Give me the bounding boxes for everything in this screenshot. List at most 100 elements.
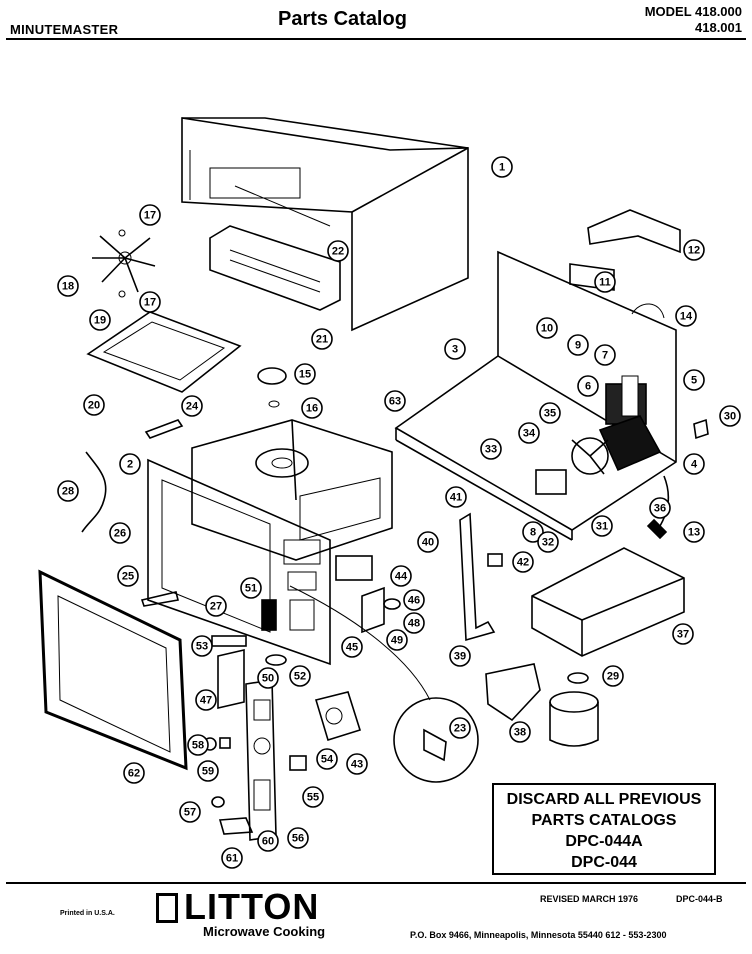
svg-text:22: 22 [332, 246, 344, 258]
svg-text:18: 18 [62, 281, 74, 293]
svg-text:25: 25 [122, 571, 134, 583]
callout-36: 36 [649, 497, 671, 519]
svg-text:38: 38 [514, 727, 526, 739]
header-rule [6, 38, 746, 40]
svg-text:43: 43 [351, 759, 363, 771]
part-53 [265, 654, 287, 666]
callout-25: 25 [117, 565, 139, 587]
part-cover-box [531, 547, 685, 657]
svg-text:56: 56 [292, 833, 304, 845]
svg-text:31: 31 [596, 521, 608, 533]
svg-text:24: 24 [186, 401, 199, 413]
callout-8: 8 [522, 521, 544, 543]
callout-7: 7 [594, 344, 616, 366]
callout-12: 12 [683, 239, 705, 261]
part-plug [646, 518, 668, 540]
svg-text:41: 41 [450, 492, 462, 504]
callout-53: 53 [191, 635, 213, 657]
svg-text:14: 14 [680, 311, 693, 323]
footer-rule [6, 882, 746, 884]
svg-text:63: 63 [389, 396, 401, 408]
svg-text:52: 52 [294, 671, 306, 683]
svg-text:51: 51 [245, 583, 257, 595]
svg-text:35: 35 [544, 408, 556, 420]
callout-38: 38 [509, 721, 531, 743]
callout-61: 61 [221, 847, 243, 869]
notice-line-1: DISCARD ALL PREVIOUS [506, 791, 702, 808]
callout-45: 45 [341, 636, 363, 658]
part-outer-cabinet [181, 117, 469, 332]
notice-line-4: DPC-044 [571, 854, 637, 871]
company-address: P.O. Box 9466, Minneapolis, Minnesota 55… [410, 930, 667, 940]
part-61 [218, 817, 254, 835]
callout-11: 11 [594, 271, 616, 293]
svg-text:5: 5 [691, 375, 697, 387]
svg-text:60: 60 [262, 836, 274, 848]
part-55 [289, 755, 307, 771]
litton-logo: LITTON [184, 886, 320, 927]
svg-text:37: 37 [677, 629, 689, 641]
callout-9: 9 [567, 334, 589, 356]
callout-16: 16 [301, 397, 323, 419]
svg-text:26: 26 [114, 528, 126, 540]
part-54 [211, 635, 247, 647]
svg-text:42: 42 [517, 557, 529, 569]
callout-62: 62 [123, 762, 145, 784]
svg-text:57: 57 [184, 807, 196, 819]
callout-39: 39 [449, 645, 471, 667]
svg-text:44: 44 [395, 571, 408, 583]
svg-text:21: 21 [316, 334, 328, 346]
svg-text:23: 23 [454, 723, 466, 735]
svg-text:29: 29 [607, 671, 619, 683]
callout-32: 32 [537, 531, 559, 553]
svg-text:54: 54 [321, 754, 334, 766]
svg-text:15: 15 [299, 369, 311, 381]
part-fan-motor [571, 437, 609, 475]
part-thermostat [257, 367, 287, 408]
svg-text:53: 53 [196, 641, 208, 653]
callout-23: 23 [449, 717, 471, 739]
svg-text:30: 30 [724, 411, 736, 423]
callout-24: 24 [181, 395, 203, 417]
logo-subtitle: Microwave Cooking [203, 924, 326, 939]
svg-text:16: 16 [306, 403, 318, 415]
callout-58: 58 [187, 734, 209, 756]
svg-text:36: 36 [654, 503, 666, 515]
callout-14: 14 [675, 305, 697, 327]
callout-49: 49 [386, 629, 408, 651]
svg-text:49: 49 [391, 635, 403, 647]
callout-3: 3 [444, 338, 466, 360]
callout-57: 57 [179, 801, 201, 823]
part-door [38, 569, 188, 771]
callout-35: 35 [539, 402, 561, 424]
callout-33: 33 [480, 438, 502, 460]
part-bracket [144, 419, 184, 439]
callout-17: 17 [139, 291, 161, 313]
callout-48: 48 [403, 612, 425, 634]
part-latch [140, 591, 179, 607]
part-detail-23 [289, 585, 479, 783]
svg-text:1: 1 [499, 162, 505, 174]
callout-28: 28 [57, 480, 79, 502]
callout-19: 19 [89, 309, 111, 331]
svg-text:28: 28 [62, 486, 74, 498]
callout-17: 17 [139, 204, 161, 226]
svg-text:33: 33 [485, 444, 497, 456]
callout-41: 41 [445, 486, 467, 508]
part-timer-motor [314, 691, 362, 742]
callout-47: 47 [195, 689, 217, 711]
callout-46: 46 [403, 589, 425, 611]
callout-15: 15 [294, 363, 316, 385]
model-number: MODEL 418.000 418.001 [645, 4, 742, 36]
model-line-1: MODEL 418.000 [644, 4, 742, 19]
svg-text:17: 17 [144, 210, 156, 222]
callout-18: 18 [57, 275, 79, 297]
part-air-duct [209, 225, 341, 311]
svg-text:45: 45 [346, 642, 358, 654]
part-control-panel [245, 679, 277, 841]
svg-text:13: 13 [688, 527, 700, 539]
callout-27: 27 [205, 595, 227, 617]
callout-63: 63 [384, 390, 406, 412]
svg-text:47: 47 [200, 695, 212, 707]
